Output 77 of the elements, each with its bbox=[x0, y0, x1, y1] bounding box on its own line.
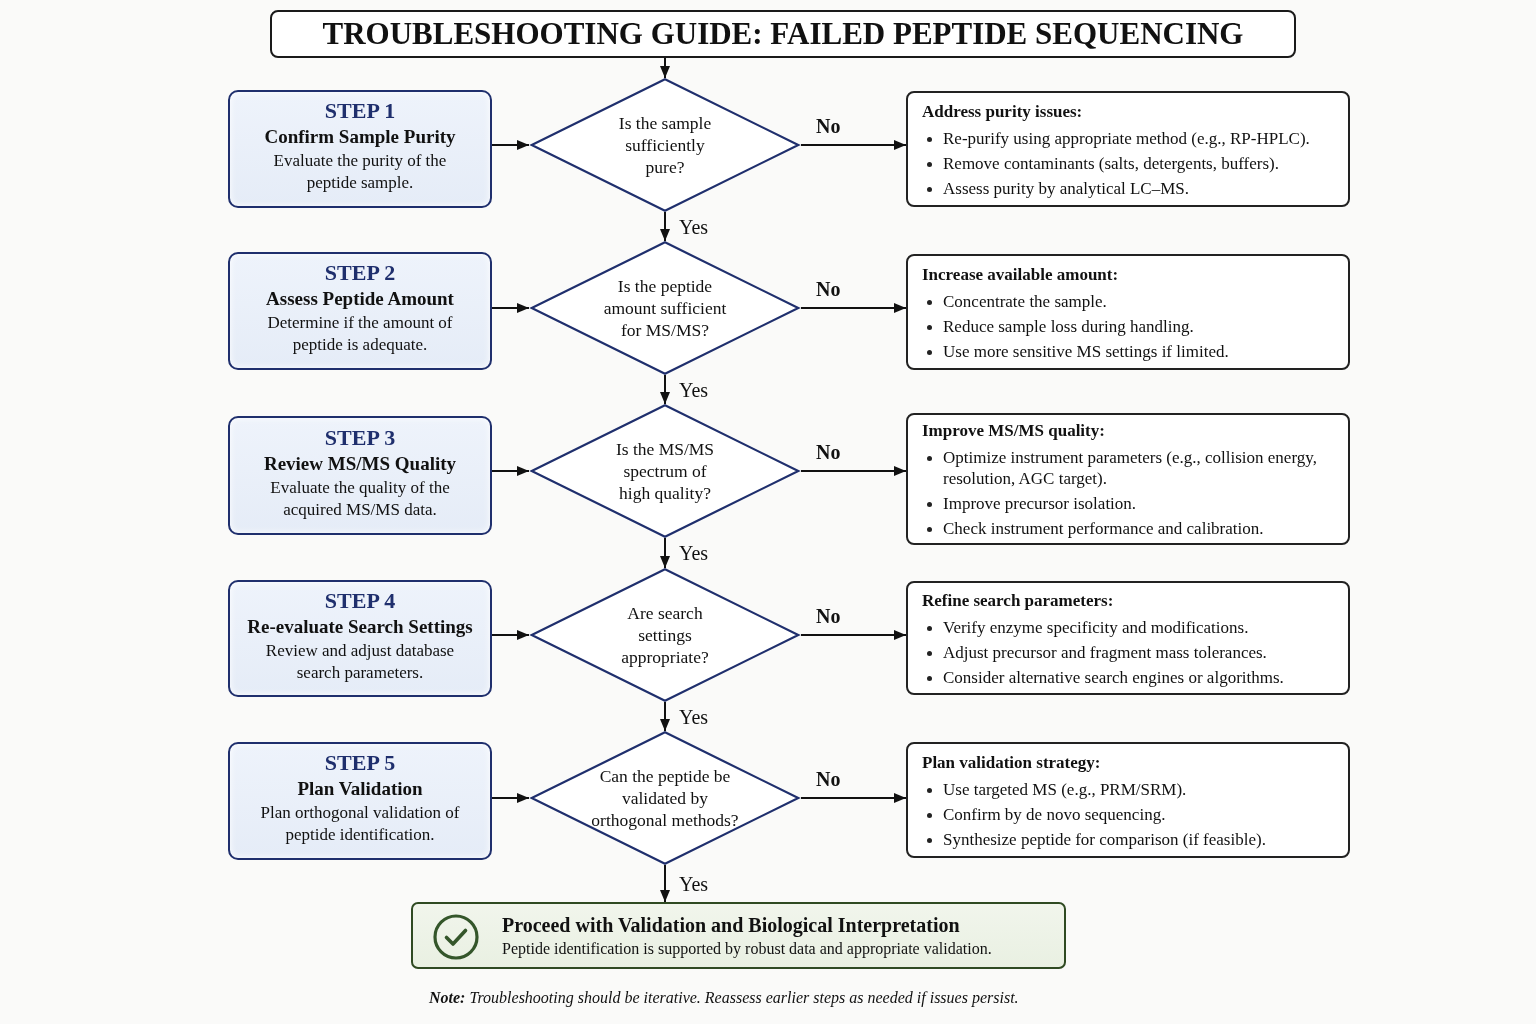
action-box bbox=[906, 581, 1350, 695]
result-description: Peptide identification is supported by robust data and appropriate validation. bbox=[502, 938, 992, 960]
step-box bbox=[228, 580, 492, 697]
question-text: Is the sample sufficiently pure? bbox=[617, 112, 713, 178]
action-heading: Refine search parameters: bbox=[922, 589, 1115, 612]
arrow bbox=[800, 466, 907, 476]
question-text: Is the MS/MS spectrum of high quality? bbox=[614, 438, 716, 504]
action-item: Re-purify using appropriate method (e.g., RP-HPLC). bbox=[922, 127, 1344, 149]
action-heading: Increase available amount: bbox=[922, 263, 1120, 286]
action-heading: Address purity issues: bbox=[922, 100, 1084, 123]
action-item: Assess purity by analytical LC–MS. bbox=[922, 177, 1344, 199]
action-item: Improve precursor isolation. bbox=[922, 493, 1344, 514]
action-item: Adjust precursor and fragment mass tolerances. bbox=[922, 641, 1344, 663]
step-number: STEP 2 bbox=[324, 260, 396, 286]
decision-diamond bbox=[529, 78, 801, 212]
step-box bbox=[228, 252, 492, 370]
action-item: Use more sensitive MS settings if limited. bbox=[922, 340, 1344, 362]
step-number: STEP 5 bbox=[324, 750, 396, 776]
arrow bbox=[800, 793, 907, 803]
action-heading: Improve MS/MS quality: bbox=[922, 420, 1106, 442]
arrow bbox=[660, 211, 670, 242]
action-item: Reduce sample loss during handling. bbox=[922, 315, 1344, 337]
action-box bbox=[906, 91, 1350, 207]
step-title: Plan Validation bbox=[297, 777, 423, 801]
question-text: Can the peptide be validated by orthogonal methods? bbox=[590, 765, 740, 831]
step-description: Review and adjust database search parameters. bbox=[264, 639, 456, 684]
arrow bbox=[660, 57, 670, 79]
arrow bbox=[660, 537, 670, 569]
action-item: Optimize instrument parameters (e.g., collision energy, resolution, AGC target). bbox=[922, 447, 1344, 489]
arrow bbox=[800, 630, 907, 640]
result-box bbox=[411, 902, 1066, 969]
action-item: Remove contaminants (salts, detergents, buffers). bbox=[922, 152, 1344, 174]
decision-diamond bbox=[529, 568, 801, 702]
step-box bbox=[228, 416, 492, 535]
arrow bbox=[491, 630, 530, 640]
step-number: STEP 3 bbox=[324, 424, 396, 451]
action-item: Use targeted MS (e.g., PRM/SRM). bbox=[922, 778, 1344, 800]
action-heading: Plan validation strategy: bbox=[922, 751, 1102, 774]
step-title: Review MS/MS Quality bbox=[263, 451, 457, 476]
title-text: TROUBLESHOOTING GUIDE: FAILED PEPTIDE SEQUENCING bbox=[322, 16, 1244, 52]
step-number: STEP 1 bbox=[324, 98, 396, 124]
decision-diamond bbox=[529, 241, 801, 375]
arrow bbox=[491, 140, 530, 150]
action-item: Synthesize peptide for comparison (if feasible). bbox=[922, 828, 1344, 850]
action-item: Check instrument performance and calibration. bbox=[922, 518, 1344, 539]
step-description: Plan orthogonal validation of peptide identification. bbox=[259, 802, 461, 846]
action-box bbox=[906, 742, 1350, 858]
arrow bbox=[660, 701, 670, 732]
result-heading: Proceed with Validation and Biological Interpretation bbox=[502, 912, 961, 938]
arrow bbox=[660, 864, 670, 903]
step-title: Assess Peptide Amount bbox=[266, 287, 454, 311]
action-box bbox=[906, 413, 1350, 545]
step-description: Evaluate the quality of the acquired MS/MS data. bbox=[269, 476, 451, 521]
step-box bbox=[228, 90, 492, 208]
step-description: Evaluate the purity of the peptide sample. bbox=[272, 150, 448, 194]
arrow bbox=[800, 140, 907, 150]
step-title: Confirm Sample Purity bbox=[264, 125, 456, 149]
decision-diamond bbox=[529, 731, 801, 865]
step-box bbox=[228, 742, 492, 860]
step-description: Determine if the amount of peptide is adequate. bbox=[266, 312, 454, 356]
question-text: Is the peptide amount sufficient for MS/MS? bbox=[602, 275, 728, 341]
decision-diamond bbox=[529, 404, 801, 538]
arrow bbox=[491, 303, 530, 313]
arrow bbox=[660, 374, 670, 405]
arrow bbox=[491, 466, 530, 476]
title-banner bbox=[270, 10, 1296, 58]
action-item: Verify enzyme specificity and modifications. bbox=[922, 616, 1344, 638]
step-number: STEP 4 bbox=[324, 587, 396, 614]
question-text: Are search settings appropriate? bbox=[620, 602, 710, 668]
action-item: Confirm by de novo sequencing. bbox=[922, 803, 1344, 825]
action-item: Consider alternative search engines or algorithms. bbox=[922, 666, 1344, 688]
action-item: Concentrate the sample. bbox=[922, 290, 1344, 312]
arrow bbox=[491, 793, 530, 803]
action-box bbox=[906, 254, 1350, 370]
step-title: Re-evaluate Search Settings bbox=[247, 614, 473, 639]
note-text: Note: Troubleshooting should be iterative. Reassess earlier steps as needed if issues persist. bbox=[429, 988, 1019, 1008]
arrow bbox=[800, 303, 907, 313]
